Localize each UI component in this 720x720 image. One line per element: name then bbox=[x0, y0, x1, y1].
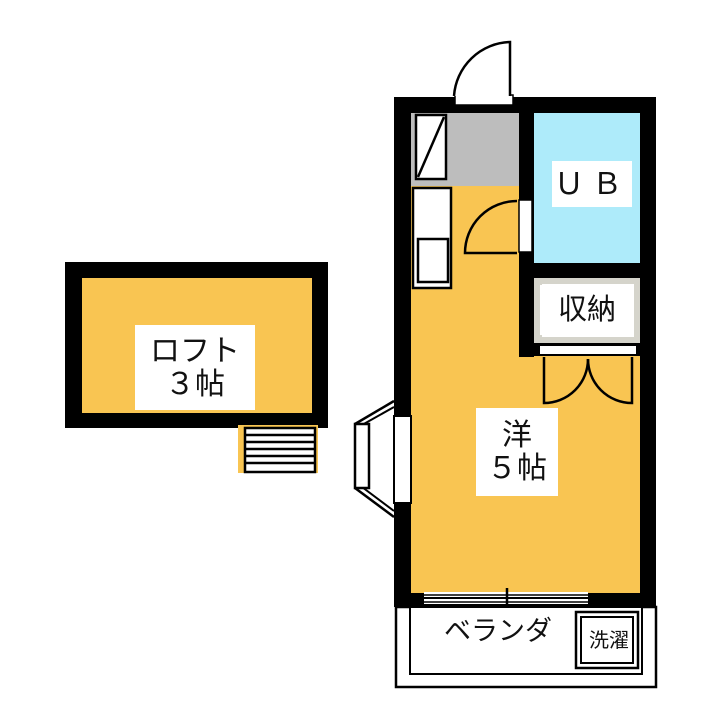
closet-double-door bbox=[542, 357, 634, 405]
kitchen-counter bbox=[411, 186, 453, 290]
loft-size: ３帖 bbox=[165, 366, 225, 402]
shoe-cabinet bbox=[414, 113, 448, 181]
sink bbox=[416, 237, 450, 284]
veranda bbox=[394, 605, 658, 689]
western-room-label: 洋 ５帖 bbox=[476, 408, 558, 496]
unit-bath-label: ＵＢ bbox=[552, 161, 632, 207]
loft-name: ロフト bbox=[150, 333, 240, 369]
storage-label: 収納 bbox=[540, 285, 634, 335]
veranda-name: ベランダ bbox=[444, 616, 552, 648]
storage-name: 収納 bbox=[557, 292, 616, 327]
western-room-size: ５帖 bbox=[487, 451, 547, 486]
washer-space bbox=[574, 610, 640, 670]
veranda-label: ベランダ bbox=[428, 612, 568, 652]
washer-label: 洗濯 bbox=[583, 619, 635, 661]
western-room-name: 洋 bbox=[502, 418, 532, 453]
loft-ladder bbox=[243, 426, 317, 474]
sliding-window bbox=[424, 588, 588, 607]
bay-window bbox=[353, 399, 412, 519]
bath-door bbox=[463, 199, 533, 255]
unit-bath-name: ＵＢ bbox=[554, 166, 630, 202]
washer-name: 洗濯 bbox=[589, 628, 629, 652]
loft-label: ロフト ３帖 bbox=[135, 325, 255, 410]
entrance-door bbox=[452, 40, 514, 106]
